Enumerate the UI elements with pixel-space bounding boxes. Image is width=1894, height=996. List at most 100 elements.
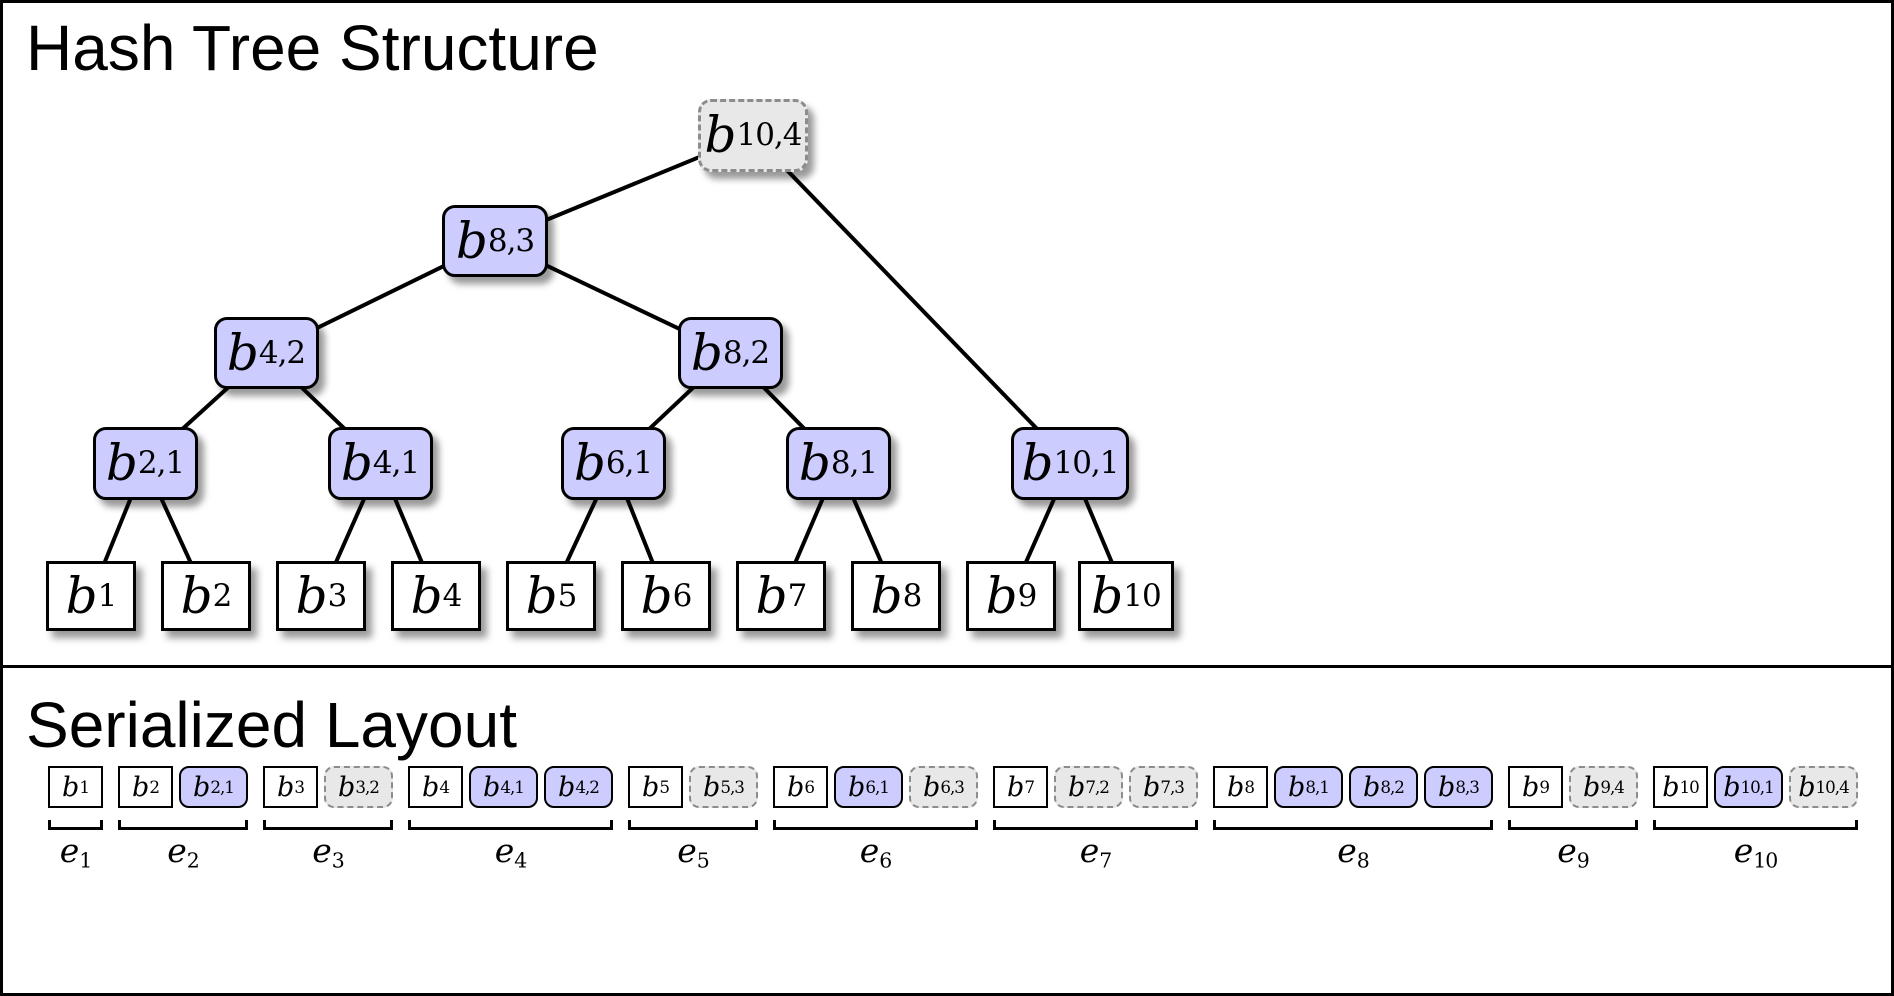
group-extent-bracket <box>1508 820 1638 830</box>
label-subscript: 7 <box>1099 848 1112 873</box>
label-subscript: 9 <box>1576 848 1590 873</box>
label-base: e <box>167 831 187 870</box>
group-extent-bracket <box>993 820 1198 830</box>
label-subscript: 5 <box>696 848 710 873</box>
label-base: b <box>642 771 660 803</box>
label-base: b <box>340 434 373 492</box>
label-base: b <box>410 567 443 625</box>
label-subscript: 3 <box>331 848 345 873</box>
label-base: b <box>1021 434 1054 492</box>
label-base: b <box>870 567 903 625</box>
label-base: e <box>1079 831 1100 870</box>
group-label-e9: e9 <box>1557 831 1590 873</box>
label-base: b <box>105 434 138 492</box>
label-base: e <box>59 831 80 870</box>
label-subscript: 8 <box>1356 848 1370 873</box>
label-base: b <box>180 567 213 625</box>
serialized-panel-title: Serialized Layout <box>26 689 517 761</box>
label-base: b <box>1091 567 1124 625</box>
label-base: b <box>848 771 866 803</box>
label-base: b <box>483 771 501 803</box>
label-base: b <box>1583 771 1601 803</box>
label-base: b <box>704 106 737 164</box>
label-base: b <box>1068 771 1086 803</box>
label-base: e <box>859 831 880 870</box>
label-base: b <box>455 212 488 270</box>
group-extent-bracket <box>1213 820 1493 830</box>
group-label-e6: e6 <box>859 831 893 871</box>
group-extent-bracket <box>408 820 613 830</box>
label-base: b <box>1288 771 1306 803</box>
group-label-e1: e1 <box>59 831 93 873</box>
label-subscript: 4 <box>514 848 527 873</box>
label-base: b <box>226 324 259 382</box>
label-base: b <box>62 771 80 803</box>
label-base: b <box>798 434 831 492</box>
label-base: b <box>558 771 576 803</box>
label-subscript: 2 <box>186 848 200 873</box>
group-label-e7: e7 <box>1079 831 1113 873</box>
group-label-e3: e3 <box>312 831 345 873</box>
label-base: b <box>525 567 558 625</box>
tree-edge-b10-4-to-b10-1 <box>751 133 1072 465</box>
label-base: b <box>640 567 673 625</box>
label-base: b <box>1227 771 1245 803</box>
group-label-e4: e4 <box>495 831 528 873</box>
group-extent-bracket <box>118 820 248 830</box>
label-base: e <box>312 831 332 870</box>
label-subscript: 10 <box>1753 848 1778 873</box>
label-base: b <box>1363 771 1381 803</box>
label-base: b <box>295 567 328 625</box>
group-label-e10: e10 <box>1734 831 1779 873</box>
label-base: b <box>690 324 723 382</box>
label-base: e <box>1337 831 1357 870</box>
tree-panel-title: Hash Tree Structure <box>26 12 599 84</box>
label-base: b <box>1438 771 1456 803</box>
group-extent-bracket <box>48 820 103 830</box>
group-extent-bracket <box>773 820 978 830</box>
group-label-e2: e2 <box>167 831 200 873</box>
label-base: b <box>755 567 788 625</box>
label-subscript: 1 <box>79 848 92 873</box>
